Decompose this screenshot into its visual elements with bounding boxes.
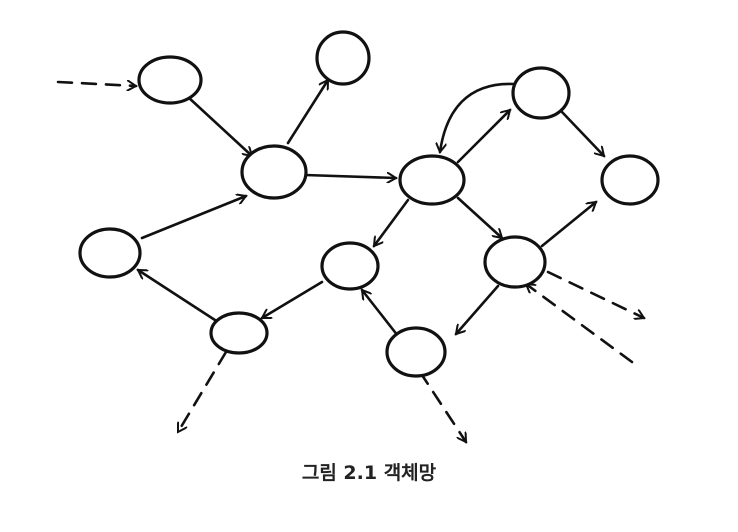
- incoming-dashed-arrow-n8: [526, 282, 634, 364]
- arrow-n8-n-lower: [454, 284, 500, 334]
- arrow-n1-n3: [186, 95, 252, 156]
- arrow-n3-n5: [303, 175, 396, 178]
- object-node: [600, 154, 660, 206]
- object-node: [315, 30, 371, 86]
- arrow-n7-n3: [140, 196, 246, 240]
- arrow-n11-n9: [360, 290, 400, 338]
- object-node: [320, 241, 380, 291]
- object-node: [209, 311, 269, 355]
- object-node: [137, 55, 203, 105]
- arrow-n3-n2: [286, 80, 330, 145]
- nodes: [78, 30, 660, 378]
- object-node: [511, 66, 571, 120]
- outgoing-dashed-arrow-n11: [418, 370, 468, 442]
- arrow-n8-n6: [540, 200, 596, 248]
- arrow-n9-n10: [262, 280, 324, 320]
- arrow-n5-n4: [456, 110, 510, 164]
- outgoing-dashed-arrow-n10: [176, 350, 228, 432]
- incoming-dashed-arrow: [56, 82, 136, 86]
- object-node: [240, 144, 308, 200]
- object-node: [398, 154, 466, 206]
- arrow-n5-n8: [456, 196, 502, 238]
- object-node: [78, 227, 142, 279]
- figure-caption: 그림 2.1 객체망: [301, 462, 437, 484]
- edges: [56, 80, 644, 442]
- arrow-n5-n9: [372, 198, 410, 246]
- arrow-n4-n5-curved: [440, 82, 516, 152]
- outgoing-dashed-arrow-n8: [546, 270, 644, 318]
- object-node: [385, 326, 447, 378]
- arrow-n4-n6: [560, 110, 604, 156]
- arrow-n10-n7: [138, 268, 220, 324]
- object-node: [483, 235, 547, 289]
